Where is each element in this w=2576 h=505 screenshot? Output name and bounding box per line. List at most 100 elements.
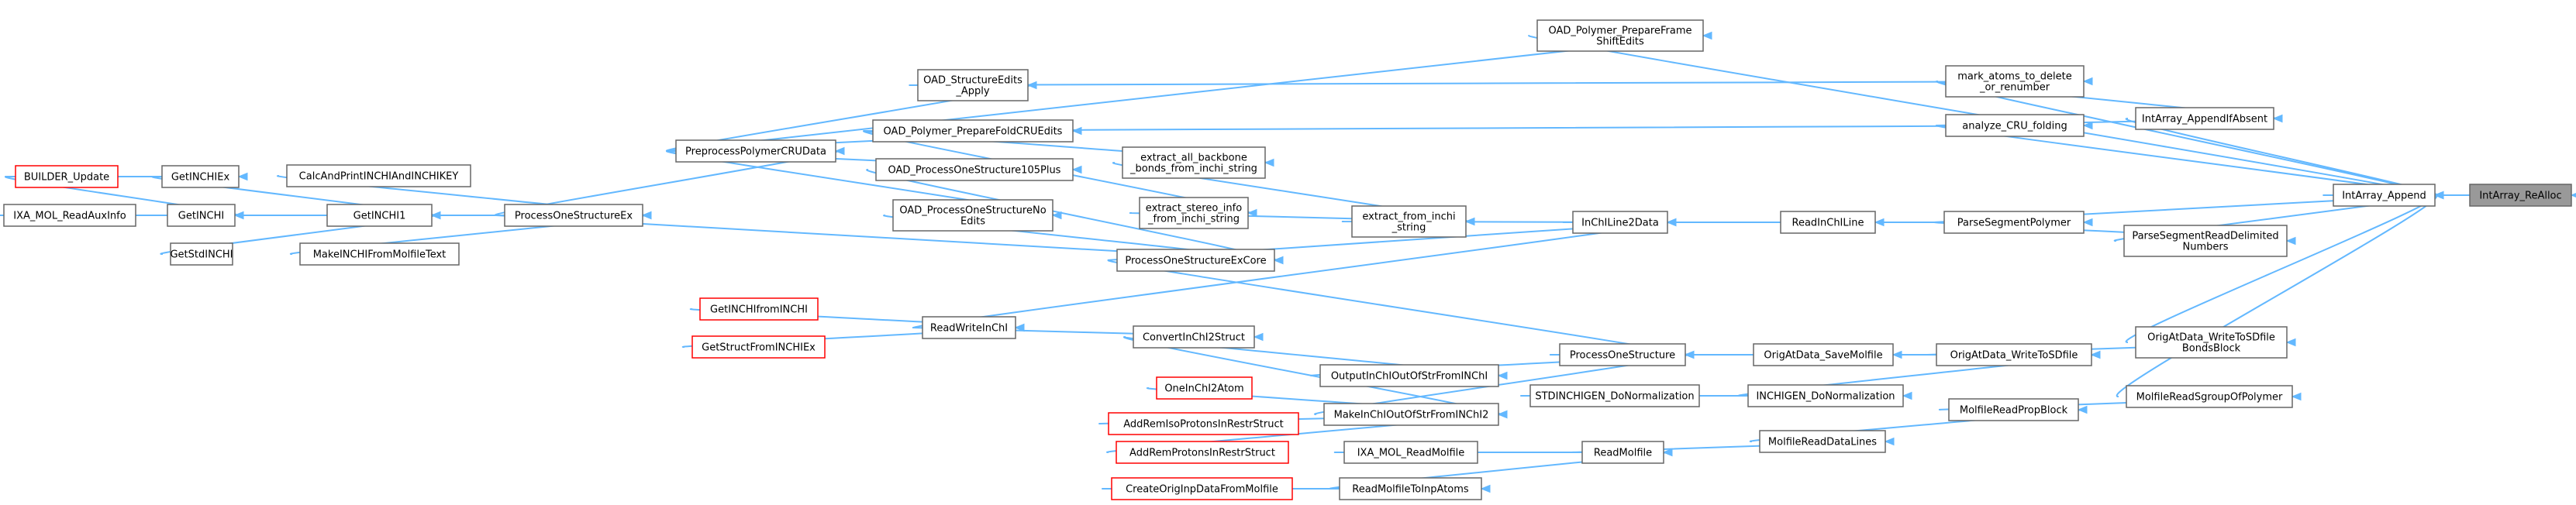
node-makeinchifrommolfiletext[interactable]: MakeINCHIFromMolfileText	[299, 242, 460, 266]
node-readmolfiletoinpatoms[interactable]: ReadMolfileToInpAtoms	[1339, 477, 1482, 500]
node-molfilereaddatalines[interactable]: MolfileReadDataLines	[1759, 430, 1886, 453]
node-molfilereadpropblock[interactable]: MolfileReadPropBlock	[1948, 398, 2079, 421]
node-label: ReadInChILine	[1792, 218, 1864, 229]
node-ixa-mol-readauxinfo[interactable]: IXA_MOL_ReadAuxInfo	[3, 204, 136, 227]
node-label: GetINCHI	[178, 211, 224, 222]
node-outputinchioutofstrfrominchi[interactable]: OutputInChIOutOfStrFromINChI	[1319, 364, 1499, 387]
node-createoriginpdatafrommolfile[interactable]: CreateOrigInpDataFromMolfile	[1111, 477, 1293, 500]
node-label: GetINCHIEx	[171, 172, 230, 184]
node-ixa-mol-readmolfile[interactable]: IXA_MOL_ReadMolfile	[1343, 441, 1478, 464]
node-label: BUILDER_Update	[24, 172, 109, 184]
node-processonestructureexcore[interactable]: ProcessOneStructureExCore	[1116, 249, 1275, 272]
node-addremisoprotonsinrestrstruct[interactable]: AddRemIsoProtonsInRestrStruct	[1108, 412, 1299, 435]
node-origatdata-writetosdfile[interactable]: OrigAtData_WriteToSDfile	[1936, 343, 2092, 366]
node-oad-structureedits-apply[interactable]: OAD_StructureEdits_Apply	[917, 69, 1029, 101]
node-origatdata-savemolfile[interactable]: OrigAtData_SaveMolfile	[1753, 343, 1894, 366]
node-intarray-realloc[interactable]: IntArray_ReAlloc	[2469, 184, 2572, 207]
node-makeinchioutofstrfrominchi2[interactable]: MakeInChIOutOfStrFromINChI2	[1323, 403, 1499, 426]
node-readinchiline[interactable]: ReadInChILine	[1780, 211, 1876, 234]
node-readwriteinchi[interactable]: ReadWriteInChI	[922, 316, 1016, 339]
node-label: OAD_ProcessOneStructure105Plus	[888, 165, 1061, 177]
edge-readwriteinchi-calls-inchiline2data	[913, 218, 1677, 328]
node-box	[1116, 249, 1275, 272]
node-label: MakeINCHIFromMolfileText	[313, 249, 447, 261]
node-box	[1753, 343, 1894, 366]
node-label: mark_atoms_to_delete	[1957, 71, 2071, 83]
node-label: extract_all_backbone	[1140, 153, 1247, 164]
node-label: ProcessOneStructure	[1570, 350, 1675, 362]
node-label: OAD_ProcessOneStructureNo	[899, 205, 1046, 217]
node-label: ReadMolfileToInpAtoms	[1352, 484, 1469, 496]
node-getinchifrominchi[interactable]: GetINCHIfromINCHI	[699, 297, 819, 321]
node-label: ParseSegmentPolymer	[1957, 218, 2071, 229]
node-label: ProcessOneStructureExCore	[1125, 256, 1266, 267]
node-label: OAD_Polymer_PrepareFrame	[1549, 26, 1692, 37]
node-readmolfile[interactable]: ReadMolfile	[1581, 441, 1664, 464]
node-inchiline2data[interactable]: InChILine2Data	[1572, 211, 1668, 234]
node-label: ParseSegmentReadDelimited	[2132, 231, 2278, 242]
node-getinchi[interactable]: GetINCHI	[167, 204, 236, 227]
node-inchigen-donormalization[interactable]: INCHIGEN_DoNormalization	[1747, 384, 1904, 407]
node-box	[1343, 441, 1478, 464]
node-convertinchi2struct[interactable]: ConvertInChI2Struct	[1133, 325, 1255, 349]
edge-molfilereadsgroupofpolymer-calls-intarray-append	[2116, 191, 2444, 397]
node-preprocesspolymercrudata[interactable]: PreprocessPolymerCRUData	[675, 139, 836, 163]
node-box	[167, 204, 236, 227]
node-getinchiex[interactable]: GetINCHIEx	[161, 165, 240, 188]
edge-origatdata-writetosdfilebondsblock-calls-intarray-append	[2125, 191, 2444, 343]
node-oad-polymer-preparefoldcruedits[interactable]: OAD_Polymer_PrepareFoldCRUEdits	[872, 119, 1074, 143]
node-addremprotonsinrestrstruct[interactable]: AddRemProtonsInRestrStruct	[1116, 441, 1289, 464]
node-label: extract_from_inchi	[1362, 211, 1455, 223]
node-label: INCHIGEN_DoNormalization	[1756, 391, 1895, 403]
node-label: MakeInChIOutOfStrFromINChI2	[1334, 410, 1489, 421]
node-label: extract_stereo_info	[1146, 203, 1242, 215]
node-box	[1747, 384, 1904, 407]
node-intarray-append[interactable]: IntArray_Append	[2333, 184, 2436, 207]
node-box	[1945, 114, 2085, 137]
node-molfilereadsgroupofpolymer[interactable]: MolfileReadSgroupOfPolymer	[2126, 385, 2293, 408]
node-box	[1536, 19, 1704, 52]
node-box	[1108, 412, 1299, 435]
node-box	[1559, 343, 1686, 366]
node-box	[326, 204, 433, 227]
node-box	[1572, 211, 1668, 234]
node-calcandprintinchiandinchikey[interactable]: CalcAndPrintINCHIAndINCHIKEY	[286, 164, 471, 187]
node-mark-atoms-to-delete-or-renumber[interactable]: mark_atoms_to_delete_or_renumber	[1945, 65, 2085, 98]
node-box	[1111, 477, 1293, 500]
node-label: OutputInChIOutOfStrFromINChI	[1331, 371, 1488, 383]
node-oneinchi2atom[interactable]: OneInChI2Atom	[1156, 376, 1253, 400]
node-box	[1319, 364, 1499, 387]
node-label: STDINCHIGEN_DoNormalization	[1535, 391, 1694, 403]
node-getinchi1[interactable]: GetINCHI1	[326, 204, 433, 227]
node-parsesegmentpolymer[interactable]: ParseSegmentPolymer	[1943, 211, 2085, 234]
node-label: MolfileReadDataLines	[1768, 437, 1877, 448]
node-box	[1122, 146, 1266, 179]
node-label: Numbers	[2183, 242, 2229, 253]
node-label: ReadMolfile	[1594, 448, 1652, 459]
node-label: IXA_MOL_ReadAuxInfo	[13, 211, 126, 222]
node-extract-stereo-info-from-inchi-string[interactable]: extract_stereo_info_from_inchi_string	[1139, 197, 1249, 229]
node-getstdinchi[interactable]: GetStdINCHI	[170, 242, 233, 266]
node-box	[1323, 403, 1499, 426]
node-box	[299, 242, 460, 266]
node-box	[1133, 325, 1255, 349]
node-extract-all-backbone-bonds-from-inchi-string[interactable]: extract_all_backbone_bonds_from_inchi_st…	[1122, 146, 1266, 179]
node-builder-update[interactable]: BUILDER_Update	[15, 165, 119, 188]
node-getstructfrominchiex[interactable]: GetStructFromINCHIEx	[691, 335, 826, 359]
node-stdinchigen-donormalization[interactable]: STDINCHIGEN_DoNormalization	[1529, 384, 1700, 407]
node-label: IntArray_Append	[2342, 191, 2426, 202]
node-intarray-appendifabsent[interactable]: IntArray_AppendIfAbsent	[2135, 107, 2274, 130]
node-analyze-cru-folding[interactable]: analyze_CRU_folding	[1945, 114, 2085, 137]
node-label: OrigAtData_SaveMolfile	[1764, 350, 1882, 362]
node-box	[699, 297, 819, 321]
node-oad-processonestructure105plus[interactable]: OAD_ProcessOneStructure105Plus	[875, 158, 1074, 181]
node-box	[1945, 65, 2085, 98]
node-extract-from-inchi-string[interactable]: extract_from_inchi_string	[1351, 205, 1467, 238]
node-processonestructure[interactable]: ProcessOneStructure	[1559, 343, 1686, 366]
node-processonestructureex[interactable]: ProcessOneStructureEx	[504, 204, 643, 227]
node-box	[1759, 430, 1886, 453]
